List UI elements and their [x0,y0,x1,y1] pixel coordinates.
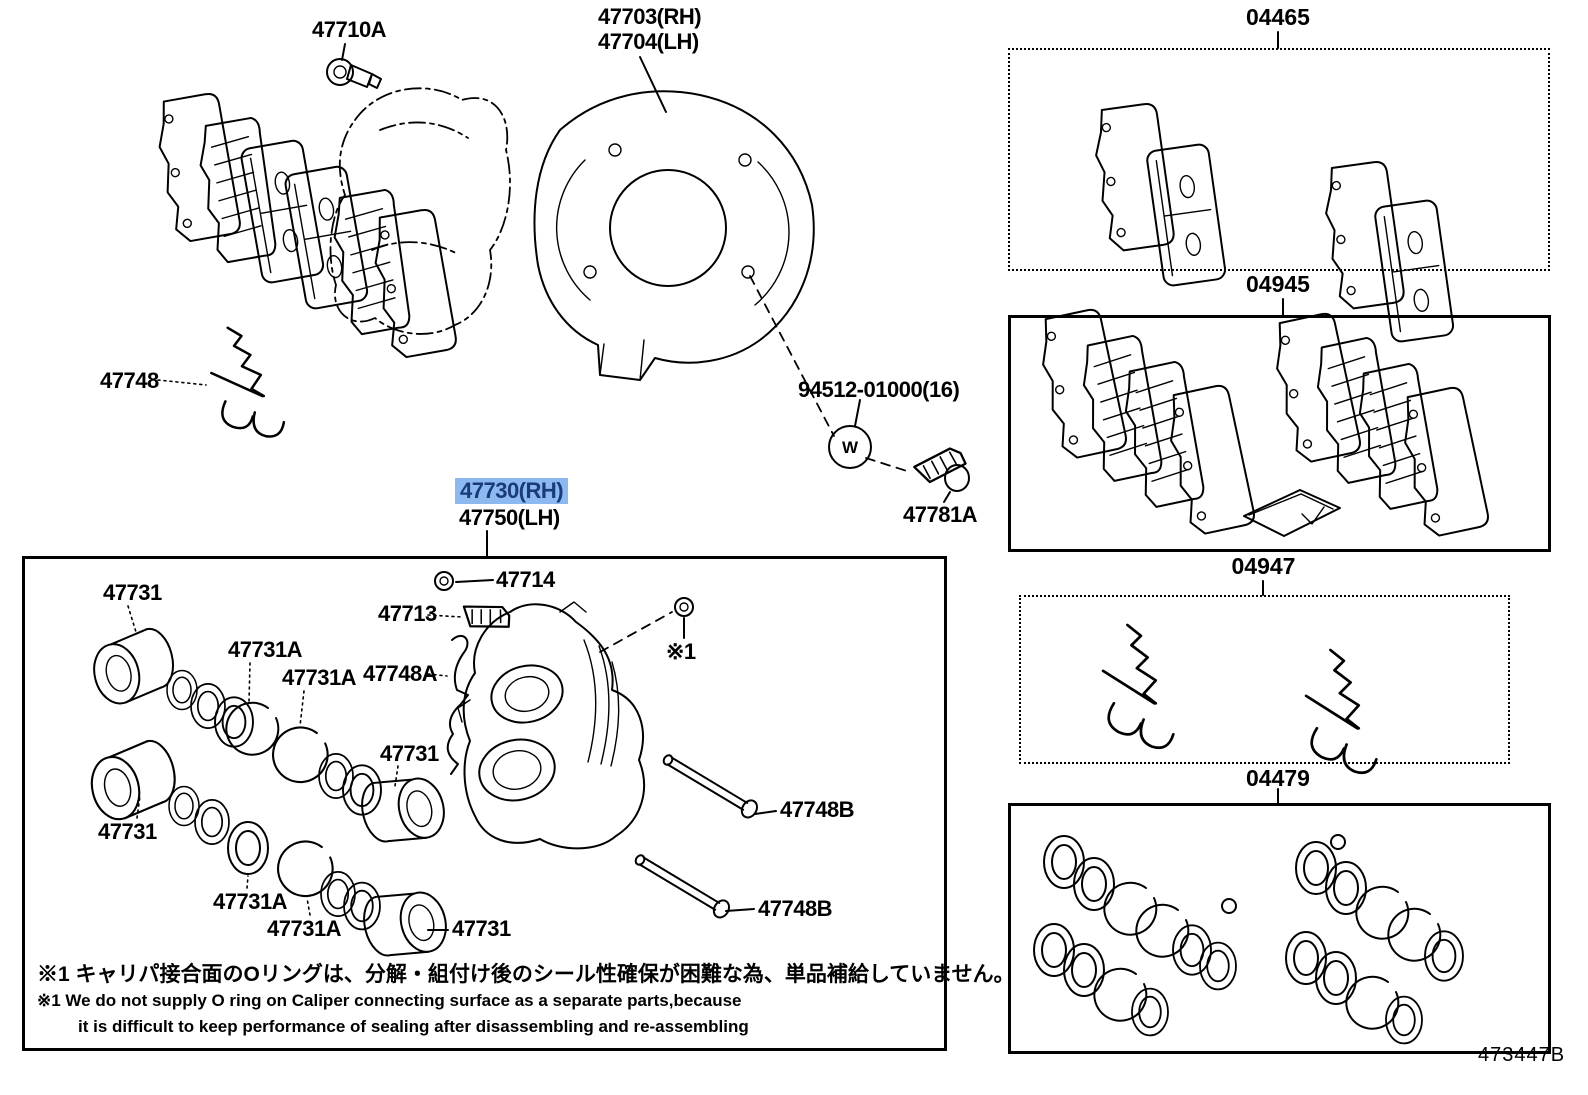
drawing-code: 473447B [1478,1044,1566,1066]
part-number-47781a[interactable]: 47781A [903,502,978,527]
part-number-47748[interactable]: 47748 [100,368,159,393]
caliper-body-drawing [457,601,646,850]
note-english-line1: ※1 We do not supply O ring on Caliper co… [37,991,742,1010]
washer-symbol: W [841,438,859,457]
kit-04479-drawing [1033,788,1464,1045]
disc-dust-shield-drawing [533,56,815,381]
bolt-47710a-drawing [326,43,382,89]
kit-04465-drawing [1088,31,1456,344]
seal-kit-box-04479 [1008,803,1551,1054]
part-number-caliper-lh[interactable]: 47750(LH) [459,505,560,530]
fitting-kit-box-04947 [1019,595,1510,764]
part-number-shield-lh[interactable]: 47704(LH) [598,29,699,54]
kit-number-04465[interactable]: 04465 [1246,4,1310,30]
part-number-47748b-1[interactable]: 47748B [780,797,855,822]
part-number-47731a-3[interactable]: 47731A [213,889,288,914]
kit-04945-drawing [1032,298,1492,540]
kit-04947-drawing [1101,580,1378,775]
part-number-47748a[interactable]: 47748A [363,661,438,686]
note-ref-1: ※1 [666,639,696,664]
part-number-shield-rh[interactable]: 47703(RH) [598,4,702,29]
pad-support-clip-drawing [204,320,287,445]
kit-number-04945[interactable]: 04945 [1246,271,1310,297]
part-number-47731-1[interactable]: 47731 [103,580,162,605]
kit-number-04947[interactable]: 04947 [1231,553,1296,579]
shim-kit-box-04945 [1008,315,1551,552]
leader-lines [127,605,449,931]
part-number-washer[interactable]: 94512-01000(16) [798,377,960,402]
part-number-47731a-1[interactable]: 47731A [228,637,303,662]
caliper-kit-box [22,556,947,1051]
note-english-line2: it is difficult to keep performance of s… [78,1017,749,1036]
part-number-47731a-4[interactable]: 47731A [267,916,342,941]
part-number-47731a-2[interactable]: 47731A [282,665,357,690]
part-number-47731-2[interactable]: 47731 [380,741,439,766]
note-japanese: ※1 キャリパ接合面のOリングは、分解・組付け後のシール性確保が困難な為、単品補… [37,963,1015,986]
part-number-47731-3[interactable]: 47731 [98,819,157,844]
pad-pin-drawings [630,749,777,922]
washer-callout [749,275,911,473]
mount-bolt-47781a-drawing [910,444,970,503]
part-number-47748b-2[interactable]: 47748B [758,896,833,921]
kit-number-04479[interactable]: 04479 [1246,765,1310,791]
part-number-caliper-rh[interactable]: 47730(RH) [455,478,569,505]
part-number-47731-4[interactable]: 47731 [452,916,511,941]
cylinder-clip-47748a-drawing [427,634,469,775]
front-pads-assembly-drawing [150,87,511,445]
part-number-47710a[interactable]: 47710A [312,17,387,42]
part-number-47713[interactable]: 47713 [378,601,437,626]
bleeder-screw-47713-drawing [427,596,515,637]
bleeder-cap-47714-drawing [434,571,494,591]
oring-note-drawing [599,597,694,653]
pad-kit-box-04465 [1008,48,1550,271]
part-number-47714[interactable]: 47714 [496,567,555,592]
phantom-caliper-outline [329,87,511,335]
